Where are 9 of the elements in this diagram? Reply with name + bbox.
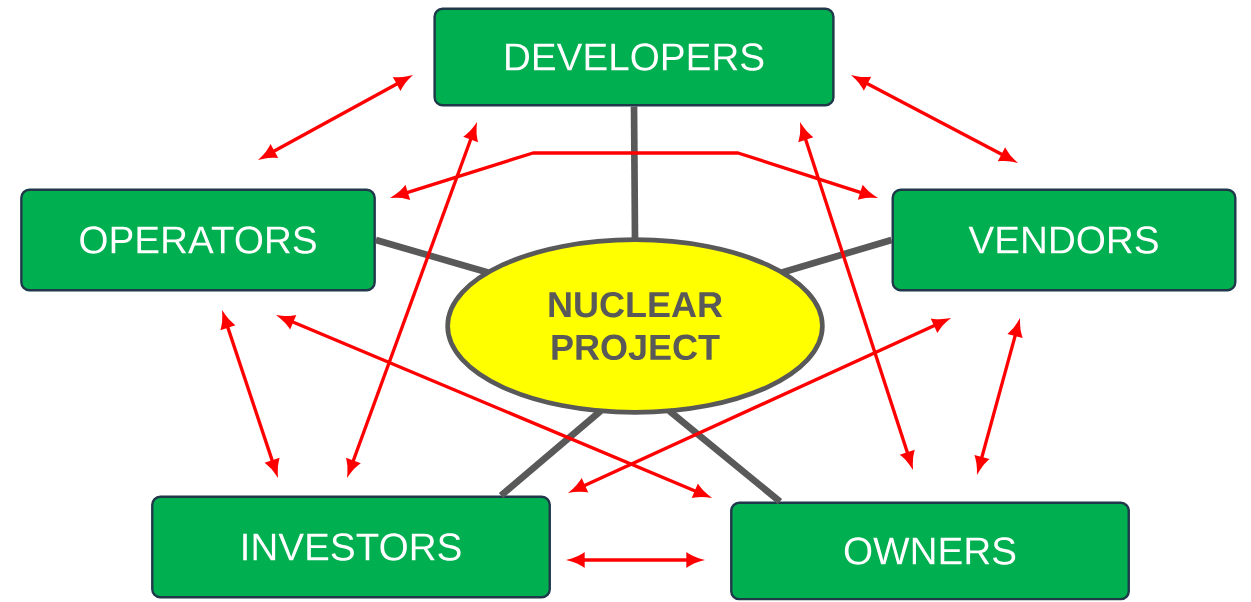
stakeholder-box: OPERATORS bbox=[20, 188, 376, 292]
arrow bbox=[279, 315, 709, 498]
connector-line bbox=[498, 408, 603, 499]
stakeholder-box: INVESTORS bbox=[151, 495, 551, 599]
stakeholder-box: VENDORS bbox=[891, 188, 1237, 292]
arrow bbox=[571, 318, 948, 493]
stakeholder-box: DEVELOPERS bbox=[433, 7, 835, 107]
stakeholder-box: OWNERS bbox=[730, 501, 1130, 601]
connector-line bbox=[667, 408, 783, 505]
